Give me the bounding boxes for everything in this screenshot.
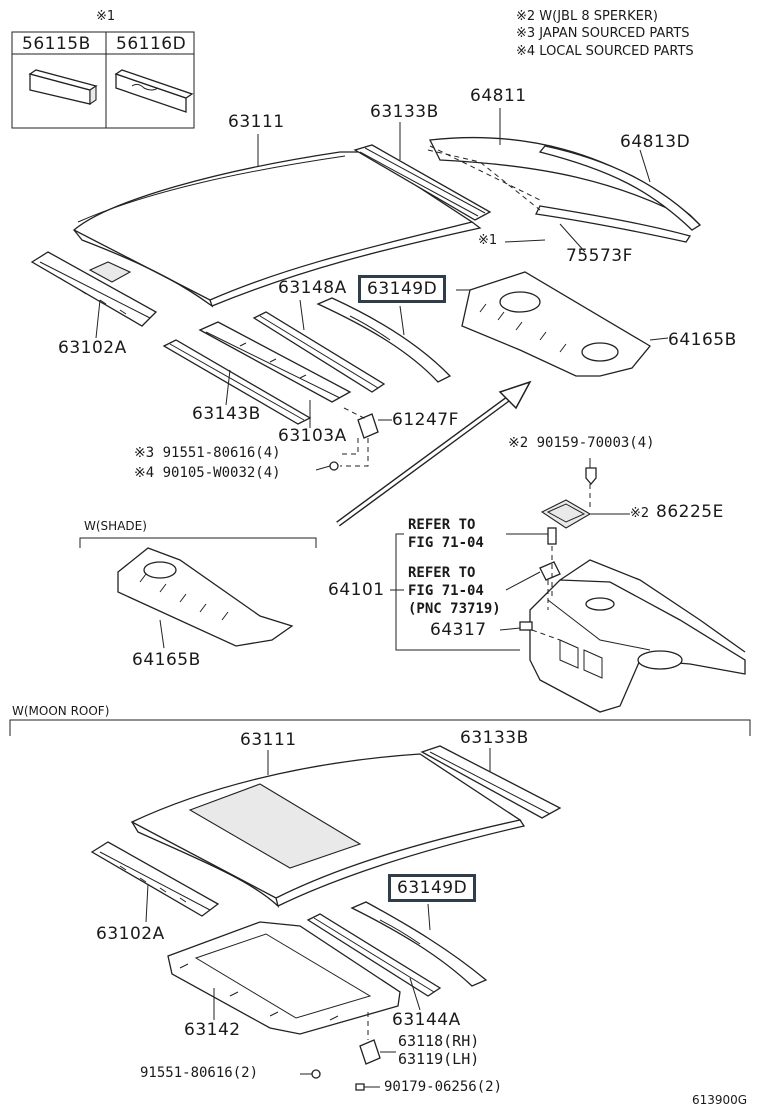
part-63133b-moon[interactable]: 63133B [460,728,529,748]
bolt-and-clip-refs [519,527,561,641]
part-64317[interactable]: 64317 [430,620,487,640]
part-91551-80616-moon[interactable]: 91551-80616(2) [140,1065,259,1081]
front-rail-63102a-top [30,251,158,339]
refer-1-line-b[interactable]: FIG 71-04 [408,535,484,551]
clips-moon [300,1069,380,1091]
bracket-61247f [315,407,392,471]
moulding-64813d [538,145,702,231]
roof-bow-63149d-top [316,297,452,383]
speaker-cover-86225e [540,499,630,529]
refer-2-line-b[interactable]: FIG 71-04 [408,583,484,599]
package-tray-64165b-top [456,271,669,377]
figure-id: 613900G [692,1093,748,1107]
part-64101[interactable]: 64101 [328,580,385,600]
sunroof-housing-63142 [167,921,401,1035]
mark-1-75573f: ※1 [478,233,498,248]
part-90105-w0032[interactable]: ※4 90105-W0032(4) [134,465,281,481]
roof-bow-63148a [252,299,386,393]
moon-roof-variant-title: W(MOON ROOF) [12,704,110,718]
part-63119-lh[interactable]: 63119(LH) [398,1050,480,1068]
part-63142[interactable]: 63142 [184,1020,241,1040]
inset-table-frame [11,31,195,129]
callout-bracket-64101 [390,533,548,651]
front-rail-63102a-moon [90,841,220,923]
roof-panel-63111-moon [130,750,526,908]
back-panel-64101 [529,559,746,713]
part-63102a-top[interactable]: 63102A [58,338,127,358]
reinforcement-63103a [198,321,352,428]
part-64165b-top[interactable]: 64165B [668,330,737,350]
mark-2-86225e: ※2 [630,506,650,521]
rail-63133b-moon [420,745,562,819]
part-91551-80616-top[interactable]: ※3 91551-80616(4) [134,445,281,461]
note-mark-1: ※1 [96,9,116,24]
part-64165b-shade[interactable]: 64165B [132,650,201,670]
part-63133b-top[interactable]: 63133B [370,102,439,122]
note-3: ※3 JAPAN SOURCED PARTS [516,26,690,41]
refer-1-line-a: REFER TO [408,517,476,533]
part-63149d-top[interactable]: 63149D [358,275,447,303]
bracket-63118-63119 [359,1012,396,1065]
part-75573f[interactable]: 75573F [566,246,633,266]
moulding-75573f [427,149,692,253]
moon-roof-bracket [9,719,751,736]
shade-variant-title: W(SHADE) [84,519,147,533]
note-2: ※2 W(JBL 8 SPERKER) [516,9,658,24]
part-63149d-moon[interactable]: 63149D [388,874,477,902]
rail-63133b-top [353,122,492,221]
part-63102a-moon[interactable]: 63102A [96,924,165,944]
part-64811[interactable]: 64811 [470,86,527,106]
direction-arrow [336,380,532,527]
part-56115b[interactable]: 56115B [22,34,91,54]
moulding-56116d-sketch [114,69,194,113]
package-tray-64165b-shade [117,547,294,649]
moulding-56115b-sketch [28,69,98,106]
refer-2-line-c: (PNC 73719) [408,601,501,617]
part-63148a[interactable]: 63148A [278,278,347,298]
refer-2-line-a: REFER TO [408,565,476,581]
part-63118-rh[interactable]: 63118(RH) [398,1032,480,1050]
part-56116d[interactable]: 56116D [116,34,187,54]
part-90179-06256[interactable]: 90179-06256(2) [384,1079,503,1095]
part-86225e[interactable]: 86225E [656,502,724,522]
clip-90159 [585,458,597,510]
roof-bow-63143b [162,339,312,425]
shade-bracket [79,537,317,548]
roof-bow-63144a [306,913,442,1011]
part-63111-moon[interactable]: 63111 [240,730,297,750]
part-64813d[interactable]: 64813D [620,132,691,152]
part-61247f[interactable]: 61247F [392,410,459,430]
part-63144a[interactable]: 63144A [392,1010,461,1030]
part-63103a[interactable]: 63103A [278,426,347,446]
roof-bow-63149d-moon [350,901,488,987]
roof-panel-63111-top [72,134,482,308]
part-63111-top[interactable]: 63111 [228,112,285,132]
part-63143b[interactable]: 63143B [192,404,261,424]
part-90159-70003[interactable]: ※2 90159-70003(4) [508,435,655,451]
note-4: ※4 LOCAL SOURCED PARTS [516,44,694,59]
